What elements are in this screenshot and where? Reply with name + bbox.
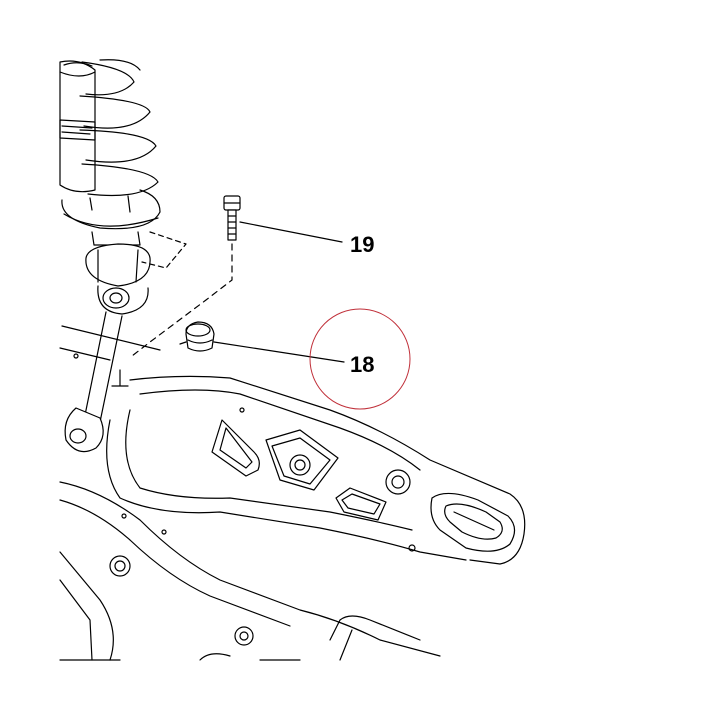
highlight-circle: [310, 309, 410, 409]
swingarm-frame: [60, 312, 525, 660]
shock-absorber: [60, 60, 186, 314]
callout-label-19: 19: [350, 232, 375, 257]
bushing-18: [180, 322, 214, 351]
leader-line-18: [214, 342, 344, 362]
callout-label-18: 18: [350, 352, 375, 377]
leader-line-19: [240, 222, 342, 242]
